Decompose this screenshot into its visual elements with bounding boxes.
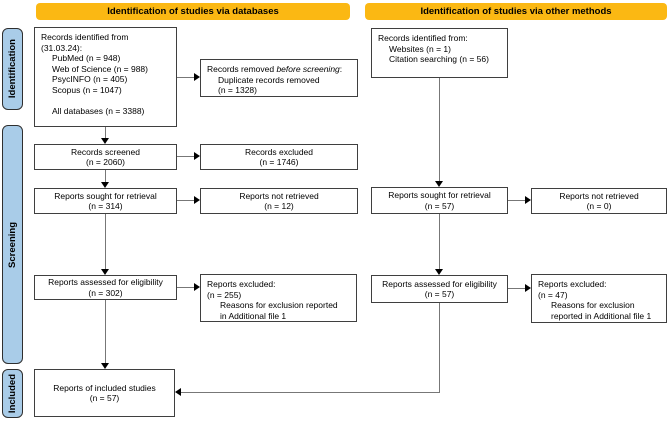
- arrowhead-right-icon: [525, 196, 531, 204]
- connector-sought-to-not-retrieved: [177, 200, 194, 201]
- box-line: (n = 57): [424, 200, 455, 211]
- box-reports-sought-databases: Reports sought for retrieval (n = 314): [34, 188, 177, 214]
- box-line: Websites (n = 1): [389, 43, 451, 54]
- stage-screening-text: Screening: [7, 221, 18, 268]
- banner-databases-label: Identification of studies via databases: [107, 6, 279, 17]
- arrowhead-right-icon: [194, 152, 200, 160]
- box-records-identified-databases: Records identified from (31.03.24): PubM…: [34, 27, 177, 127]
- stage-included-text: Included: [7, 373, 18, 414]
- box-line: (31.03.24):: [41, 42, 83, 53]
- arrowhead-down-icon: [101, 363, 109, 369]
- banner-other-methods-label: Identification of studies via other meth…: [420, 6, 612, 17]
- box-line: PsycINFO (n = 405): [52, 74, 128, 84]
- box-line: Reports assessed for eligibility: [48, 277, 163, 287]
- box-reports-assessed-other: Reports assessed for eligibility (n = 57…: [371, 275, 508, 303]
- box-line: Reports sought for retrieval: [388, 190, 491, 200]
- box-line: Reasons for exclusion reported: [220, 300, 338, 310]
- connector-identified-to-screened: [105, 127, 106, 139]
- box-reports-included: Reports of included studies (n = 57): [34, 369, 175, 417]
- box-line: (n = 1746): [259, 157, 299, 167]
- arrowhead-down-icon: [101, 269, 109, 275]
- connector-assessed-to-included: [105, 300, 106, 364]
- box-line: (n = 0): [586, 201, 612, 211]
- connector-other-identified-to-sought: [439, 78, 440, 182]
- box-line: Duplicate records removed: [218, 74, 320, 85]
- box-reports-sought-other: Reports sought for retrieval (n = 57): [371, 187, 508, 214]
- box-line: Records identified from:: [378, 33, 468, 43]
- box-line: (n = 2060): [86, 157, 125, 167]
- arrowhead-down-icon: [101, 182, 109, 188]
- stage-label-screening: Screening: [2, 125, 23, 364]
- box-records-excluded: Records excluded (n = 1746): [200, 144, 358, 170]
- stage-label-included: Included: [2, 369, 23, 418]
- box-line: reported in Additional file 1: [551, 310, 652, 321]
- box-line: (n = 47): [538, 289, 568, 300]
- box-records-removed-before-screening: Records removed before screening: Duplic…: [200, 59, 358, 97]
- box-line: Scopus (n = 1047): [52, 84, 122, 95]
- box-line: (n = 255): [207, 289, 242, 300]
- stage-label-identification: Identification: [2, 28, 23, 110]
- box-line: All databases (n = 3388): [52, 105, 145, 116]
- connector-identified-to-removed: [177, 77, 194, 78]
- blank-line: [41, 95, 173, 106]
- connector-screened-to-excluded: [177, 156, 194, 157]
- box-line: PubMed (n = 948): [52, 53, 121, 63]
- box-reports-not-retrieved-other: Reports not retrieved (n = 0): [531, 188, 667, 214]
- box-reports-excluded-other: Reports excluded: (n = 47) Reasons for e…: [531, 274, 667, 323]
- box-line: (n = 302): [88, 287, 123, 298]
- connector-other-assessed-to-included-horizontal: [181, 392, 440, 393]
- connector-other-sought-to-assessed: [439, 214, 440, 270]
- box-line: Reports not retrieved: [239, 190, 319, 201]
- arrowhead-left-icon: [175, 388, 181, 396]
- box-line: Reports excluded:: [538, 279, 607, 289]
- stage-identification-text: Identification: [7, 39, 18, 99]
- box-line: Records removed before screening:: [207, 64, 343, 74]
- connector-screened-to-sought: [105, 170, 106, 183]
- box-line: Records screened: [71, 146, 140, 157]
- box-records-identified-other: Records identified from: Websites (n = 1…: [371, 28, 508, 78]
- box-line: Reports assessed for eligibility: [382, 278, 497, 289]
- box-line: (n = 12): [264, 201, 294, 211]
- box-line: (n = 1328): [218, 85, 257, 95]
- box-line: (n = 57): [89, 393, 120, 403]
- arrowhead-right-icon: [194, 196, 200, 204]
- banner-databases: Identification of studies via databases: [36, 3, 350, 20]
- connector-sought-to-assessed: [105, 214, 106, 270]
- arrowhead-down-icon: [435, 269, 443, 275]
- box-line: in Additional file 1: [220, 310, 287, 321]
- connector-other-assessed-to-excluded: [508, 288, 525, 289]
- banner-other-methods: Identification of studies via other meth…: [365, 3, 667, 20]
- box-line: Web of Science (n = 988): [52, 63, 148, 74]
- box-line: Reports sought for retrieval: [54, 190, 157, 201]
- box-line: (n = 314): [88, 201, 123, 211]
- box-records-screened: Records screened (n = 2060): [34, 144, 177, 170]
- box-line: Reports not retrieved: [559, 190, 639, 201]
- box-line: Reasons for exclusion: [551, 300, 635, 310]
- box-line: Citation searching (n = 56): [389, 54, 489, 64]
- box-reports-excluded-databases: Reports excluded: (n = 255) Reasons for …: [200, 274, 357, 322]
- box-line: (n = 57): [424, 289, 455, 299]
- connector-other-sought-to-not-retrieved: [508, 200, 525, 201]
- box-line: Reports excluded:: [207, 279, 276, 289]
- box-line: Reports of included studies: [53, 382, 156, 393]
- arrowhead-right-icon: [525, 284, 531, 292]
- box-line: Records excluded: [244, 146, 314, 157]
- arrowhead-down-icon: [101, 138, 109, 144]
- arrowhead-right-icon: [194, 283, 200, 291]
- connector-assessed-to-excluded: [177, 287, 194, 288]
- connector-other-assessed-to-included-vertical: [439, 303, 440, 393]
- box-reports-not-retrieved-databases: Reports not retrieved (n = 12): [200, 188, 358, 214]
- arrowhead-right-icon: [194, 73, 200, 81]
- box-reports-assessed-databases: Reports assessed for eligibility (n = 30…: [34, 275, 177, 300]
- box-line: Records identified from: [41, 32, 129, 42]
- arrowhead-down-icon: [435, 181, 443, 187]
